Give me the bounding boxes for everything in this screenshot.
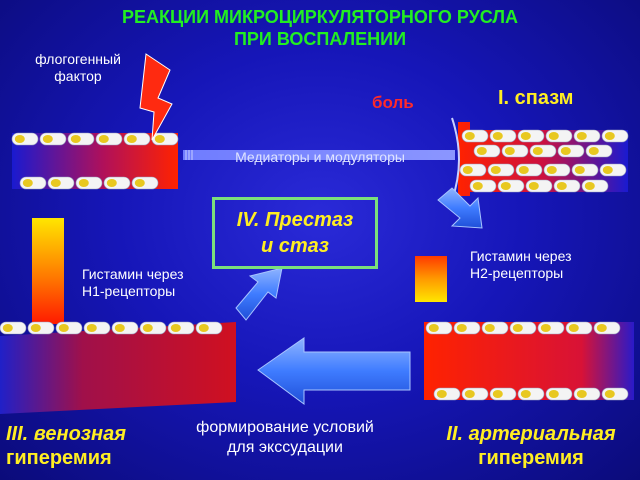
vessel-venous-hyperemia: [0, 321, 236, 414]
stage-3-line-1: III. венозная: [6, 422, 166, 446]
cell-nucleus: [560, 147, 571, 155]
cell-nucleus: [546, 166, 557, 174]
lightning-bolt-icon: [139, 53, 173, 141]
cell-nucleus: [50, 179, 61, 187]
pain-label: боль: [372, 93, 414, 112]
cell-nucleus: [462, 166, 473, 174]
exudation-label: формирование условий для экссудации: [160, 418, 410, 458]
stage-4-prestasis-box: IV. Престаз и стаз: [212, 197, 378, 269]
histamine-h1-bar: [32, 218, 64, 324]
exudation-line-2: для экссудации: [227, 439, 343, 456]
cell-nucleus: [2, 324, 13, 332]
histamine-h1-label: Гистамин через H1-рецепторы: [82, 266, 184, 300]
cell-nucleus: [134, 179, 145, 187]
cell-nucleus: [42, 135, 53, 143]
stage-2-line-1-text: II. артериальная: [446, 423, 616, 445]
cell-nucleus: [532, 147, 543, 155]
histamine-h2-line-2: H2-рецепторы: [470, 265, 564, 281]
cell-nucleus: [574, 166, 585, 174]
cell-nucleus: [472, 182, 483, 190]
cell-nucleus: [30, 324, 41, 332]
cell-nucleus: [126, 135, 137, 143]
cell-nucleus: [198, 324, 209, 332]
stage-2-line-1: II. артериальная: [426, 422, 636, 446]
histamine-h2-line-1: Гистамин через: [470, 248, 572, 264]
cell-nucleus: [464, 390, 475, 398]
cell-nucleus: [70, 135, 81, 143]
stage-3-line-1-text: III. венозная: [6, 423, 126, 445]
arrow-to-venous-hyperemia: [257, 337, 411, 405]
cell-nucleus: [436, 390, 447, 398]
cell-nucleus: [476, 147, 487, 155]
cell-nucleus: [602, 166, 613, 174]
stage-1-spasm: I. спазм: [498, 87, 574, 109]
cell-nucleus: [604, 132, 615, 140]
histamine-h2-bar: [415, 256, 447, 302]
phlogogenic-line-2: фактор: [54, 68, 102, 84]
vessel-arterial-hyperemia: [424, 321, 634, 401]
page-title: РЕАКЦИИ МИКРОЦИРКУЛЯТОРНОГО РУСЛА ПРИ ВО…: [0, 6, 640, 50]
cell-nucleus: [490, 166, 501, 174]
stage-3-venous-hyperemia: III. венозная гиперемия: [6, 422, 166, 470]
cell-nucleus: [86, 324, 97, 332]
cell-nucleus: [584, 182, 595, 190]
cell-nucleus: [14, 135, 25, 143]
cell-nucleus: [528, 182, 539, 190]
arrow-to-arterial-hyperemia: [437, 187, 483, 229]
cell-nucleus: [106, 179, 117, 187]
cell-nucleus: [568, 324, 579, 332]
cell-nucleus: [492, 390, 503, 398]
histamine-h2-label: Гистамин через H2-рецепторы: [470, 248, 572, 282]
cell-nucleus: [576, 390, 587, 398]
histamine-h1-line-2: H1-рецепторы: [82, 283, 176, 299]
cell-nucleus: [484, 324, 495, 332]
cell-nucleus: [22, 179, 33, 187]
stage-2-line-2: гиперемия: [478, 447, 584, 469]
cell-nucleus: [520, 132, 531, 140]
cell-nucleus: [556, 182, 567, 190]
phlogogenic-line-1: флогогенный: [35, 51, 121, 67]
phlogogenic-factor-label: флогогенный фактор: [18, 51, 138, 85]
cell-nucleus: [588, 147, 599, 155]
cell-nucleus: [500, 182, 511, 190]
cell-nucleus: [576, 132, 587, 140]
mediators-label: Медиаторы и модуляторы: [235, 149, 405, 165]
vessel-top-left: [11, 132, 179, 190]
cell-nucleus: [170, 324, 181, 332]
cell-nucleus: [428, 324, 439, 332]
title-line-2: ПРИ ВОСПАЛЕНИИ: [233, 29, 407, 49]
title-line-1: РЕАКЦИИ МИКРОЦИРКУЛЯТОРНОГО РУСЛА: [122, 7, 518, 27]
stage-4-line-1: IV. Престаз: [236, 209, 354, 231]
cell-nucleus: [464, 132, 475, 140]
histamine-h1-line-1: Гистамин через: [82, 266, 184, 282]
mediator-band-ticks: [185, 150, 193, 160]
stage-4-line-2: и стаз: [260, 235, 329, 257]
cell-nucleus: [142, 324, 153, 332]
cell-nucleus: [154, 135, 165, 143]
cell-nucleus: [604, 390, 615, 398]
cell-nucleus: [78, 179, 89, 187]
cell-nucleus: [98, 135, 109, 143]
cell-nucleus: [518, 166, 529, 174]
exudation-line-1: формирование условий: [196, 419, 374, 436]
stage-2-arterial-hyperemia: II. артериальная гиперемия: [426, 422, 636, 470]
arrow-to-prestasis: [235, 267, 283, 321]
vessel-top-right-spasm: [451, 117, 629, 201]
cell-nucleus: [540, 324, 551, 332]
cell-nucleus: [492, 132, 503, 140]
cell-nucleus: [114, 324, 125, 332]
cell-nucleus: [520, 390, 531, 398]
mediator-band: [183, 150, 455, 160]
cell-nucleus: [548, 132, 559, 140]
stage-3-line-2: гиперемия: [6, 447, 112, 469]
cell-nucleus: [512, 324, 523, 332]
cell-nucleus: [504, 147, 515, 155]
cell-nucleus: [58, 324, 69, 332]
cell-nucleus: [456, 324, 467, 332]
cell-nucleus: [596, 324, 607, 332]
cell-nucleus: [548, 390, 559, 398]
